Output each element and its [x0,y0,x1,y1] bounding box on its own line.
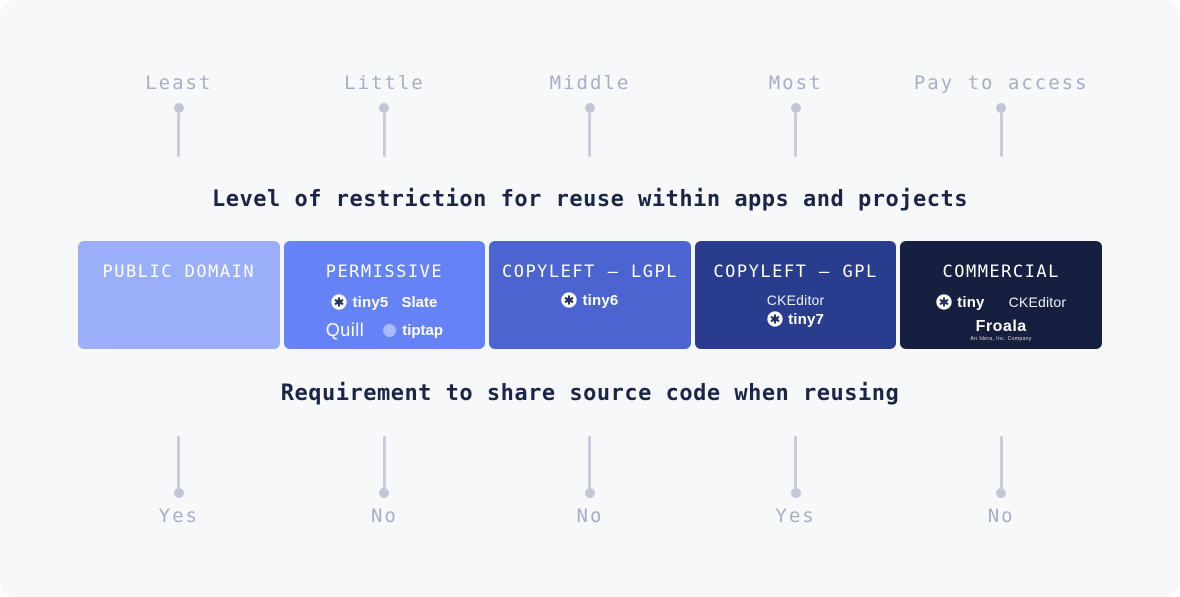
ckeditor-logo: CKEditor [766,291,825,308]
tinymce-logo-icon [767,311,783,327]
card-permissive: PERMISSIVE tiny5 Slate Quill [283,241,486,350]
marker-dot-icon [790,488,801,499]
share-source-heading: Requirement to share source code when re… [280,381,900,407]
marker-label: Most [768,72,823,94]
marker-dot-icon [584,488,595,499]
marker-dot-icon [996,488,1007,499]
froala-name: Froala [975,317,1027,335]
tinymce-logo: tiny [936,294,984,311]
marker-label: Pay to access [913,72,1089,94]
tiptap-logo: tiptap [383,322,443,339]
marker-no-3: No [900,436,1102,526]
marker-little: Little [284,74,486,157]
marker-least: Least [78,74,280,157]
tiny5-label: tiny5 [352,293,389,311]
marker-most: Most [695,74,897,157]
marker-stem [999,113,1003,157]
marker-stem [382,436,386,489]
card-title: PERMISSIVE [325,262,444,283]
froala-subtext: An Idera, Inc. Company [970,335,1032,342]
marker-label: Little [344,72,425,94]
marker-stem [588,113,592,157]
marker-label: Yes [158,505,199,528]
froala-logo: Froala An Idera, Inc. Company [970,317,1032,342]
marker-dot-icon [790,103,801,113]
logo-row: tiny6 [561,292,618,309]
tinymce-logo-icon [561,292,578,308]
marker-stem [794,436,798,489]
marker-stem [177,113,181,157]
marker-dot-icon [173,103,184,113]
marker-stem [794,113,798,157]
restriction-markers-row: Least Little Middle Most Pay to access [0,0,1180,157]
card-public-domain: PUBLIC DOMAIN [78,241,280,350]
tinymce-logo: tiny7 [767,311,824,328]
tiny7-label: tiny7 [788,310,825,328]
tinymce-logo: tiny5 [331,294,388,311]
logo-row: CKEditor [767,292,825,308]
marker-stem [382,113,386,157]
quill-logo: Quill [325,319,365,340]
card-commercial: COMMERCIAL tiny CKEditor [900,241,1102,350]
card-copyleft-gpl: COPYLEFT – GPL CKEditor tiny7 [694,241,897,350]
marker-label: Middle [549,72,631,94]
card-title: COMMERCIAL [942,262,1060,283]
marker-label: Least [145,72,213,94]
tinymce-logo-icon [936,294,952,310]
marker-yes-1: Yes [78,436,280,526]
card-title: PUBLIC DOMAIN [102,262,256,283]
marker-label: No [370,505,398,528]
marker-yes-2: Yes [695,436,897,526]
marker-stem [177,436,181,489]
restriction-heading: Level of restriction for reuse within ap… [212,187,968,212]
marker-stem [999,436,1003,489]
tiny6-label: tiny6 [582,291,619,309]
marker-label: No [576,505,604,528]
slate-logo: Slate [401,293,438,311]
marker-no-2: No [489,436,691,526]
marker-label: Yes [775,505,816,528]
marker-middle: Middle [489,74,691,157]
logo-row: tiny5 Slate [331,294,437,311]
logo-row: Quill tiptap [326,320,443,341]
marker-dot-icon [379,488,390,499]
marker-dot-icon [996,103,1007,113]
marker-dot-icon [173,488,184,499]
tinymce-logo: tiny6 [561,292,618,309]
tinymce-logo-icon [331,294,348,310]
ckeditor-logo: CKEditor [1008,294,1067,311]
logo-row: tiny CKEditor [936,294,1066,311]
marker-pay-to-access: Pay to access [900,74,1102,157]
tiny-label: tiny [957,293,985,311]
share-source-markers-row: Yes No No Yes No [0,436,1180,526]
license-cards-row: PUBLIC DOMAIN PERMISSIVE tiny5 Sla [0,241,1180,350]
marker-stem [588,436,592,489]
marker-dot-icon [584,103,595,113]
marker-no-1: No [284,436,486,526]
card-title: COPYLEFT – GPL [713,262,878,283]
card-copyleft-lgpl: COPYLEFT – LGPL tiny6 [489,241,691,350]
marker-label: No [987,505,1015,528]
card-title: COPYLEFT – LGPL [501,262,678,283]
logo-row: tiny7 [767,311,824,328]
tiptap-logo-icon [383,323,397,337]
marker-dot-icon [379,103,390,113]
tiptap-label: tiptap [402,321,444,339]
logo-row: Froala An Idera, Inc. Company [970,317,1032,342]
